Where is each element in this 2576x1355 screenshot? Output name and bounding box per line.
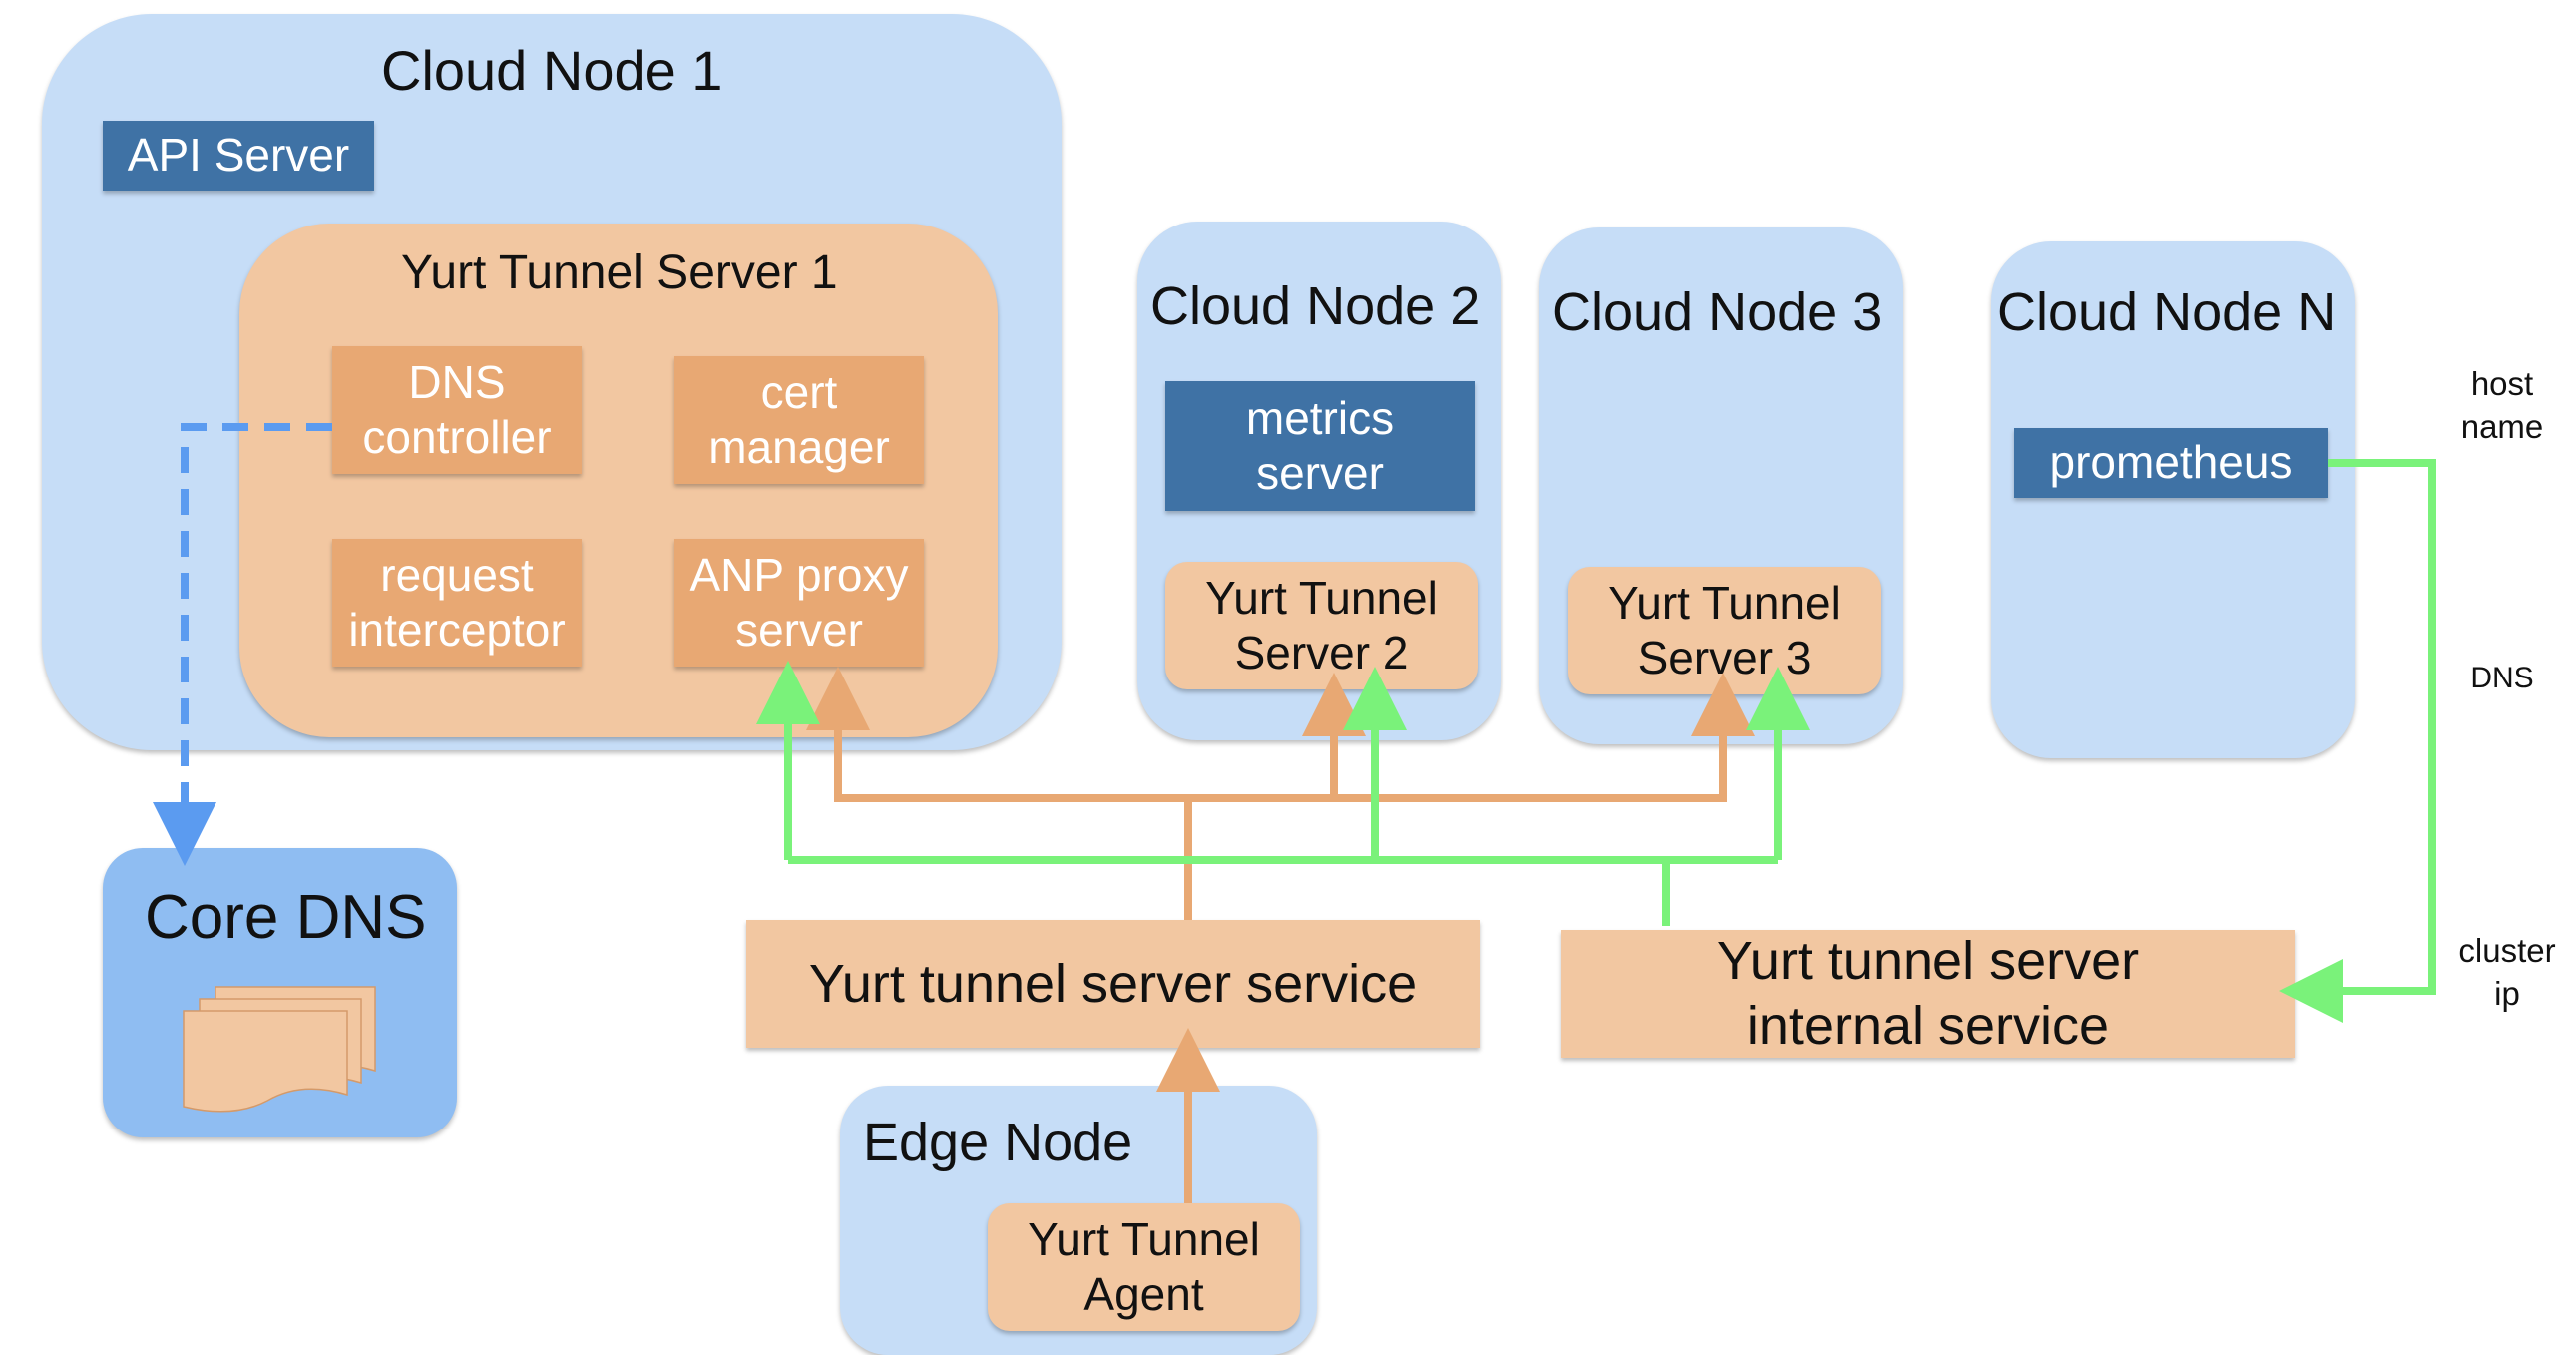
orange-bus-to-tunnel-server-3-edge bbox=[1188, 673, 1755, 802]
yurt-tunnel-server-internal-service: Yurt tunnel server internal service bbox=[1561, 930, 2295, 1058]
cloud-node-1-title: Cloud Node 1 bbox=[381, 39, 723, 102]
request-interceptor: request interceptor bbox=[332, 539, 582, 667]
yurt-tunnel-agent: Yurt Tunnel Agent bbox=[988, 1203, 1300, 1331]
host-name-label: host name bbox=[2460, 365, 2544, 445]
prometheus: prometheus bbox=[2014, 428, 2328, 498]
cluster-ip-label: cluster ip bbox=[2458, 932, 2556, 1012]
cert-manager: cert manager bbox=[674, 356, 924, 484]
api-server: API Server bbox=[103, 121, 374, 191]
core-dns-title: Core DNS bbox=[145, 883, 427, 952]
yurt-tunnel-server-2: Yurt Tunnel Server 2 bbox=[1165, 562, 1478, 689]
edge-node-title: Edge Node bbox=[863, 1113, 1133, 1172]
anp-proxy-server: ANP proxy server bbox=[674, 539, 924, 667]
cloud-node-3-title: Cloud Node 3 bbox=[1552, 282, 1883, 342]
yurt-tunnel-server-1-title: Yurt Tunnel Server 1 bbox=[401, 246, 838, 299]
dns-label: DNS bbox=[2470, 662, 2534, 694]
cloud-node-2-title: Cloud Node 2 bbox=[1150, 276, 1481, 336]
cloud-node-n bbox=[1991, 241, 2355, 758]
yurt-tunnel-server-service: Yurt tunnel server service bbox=[746, 920, 1480, 1048]
documents-icon bbox=[183, 986, 376, 1113]
dns-controller-to-core-dns-edge bbox=[153, 423, 332, 866]
orange-bus-to-tunnel-server-2-edge bbox=[1188, 673, 1366, 802]
orange-bus-to-anp-proxy-edge bbox=[806, 667, 1188, 802]
dns-controller: DNS controller bbox=[332, 346, 582, 474]
metrics-server: metrics server bbox=[1165, 381, 1475, 511]
prometheus-to-internal-service-edge bbox=[2279, 459, 2436, 1023]
cloud-node-n-title: Cloud Node N bbox=[1997, 282, 2337, 342]
